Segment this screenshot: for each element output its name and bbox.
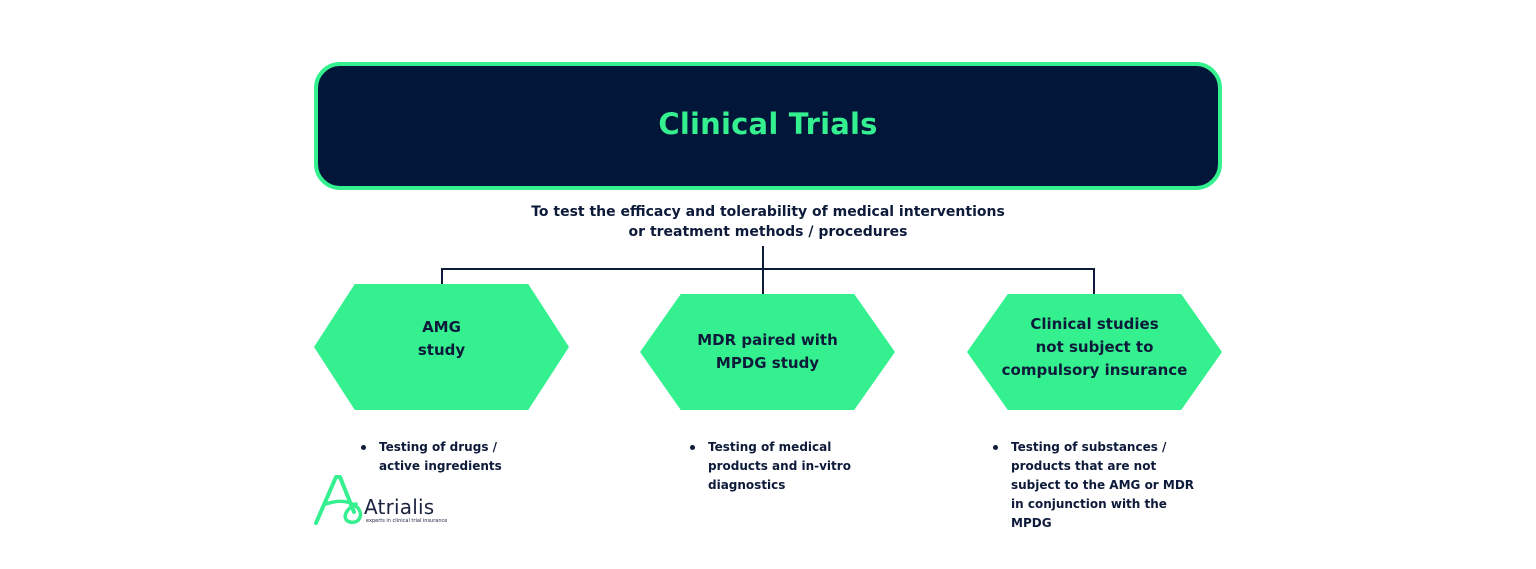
category-label-line: study [417,341,466,359]
category-hexagon-mdr: MDR paired with MPDG study [640,294,895,410]
category-label-line: MDR paired with [697,331,838,349]
logo-name: Atrialis [364,495,435,519]
category-label-line: AMG [422,318,461,336]
category-label: AMG study [418,316,465,362]
category-label-line: MPDG study [715,354,820,372]
logo-tagline: experts in clinical trial insurance [366,518,448,524]
category-label: MDR paired with MPDG study [697,329,838,375]
logo-mark-icon [314,475,363,525]
bullet-item: Testing of medical products and in-vitro… [690,438,851,495]
bullet-item: Testing of substances / products that ar… [993,438,1194,533]
title-box: Clinical Trials [314,62,1222,190]
bullet-list-mdr: Testing of medical products and in-vitro… [690,438,851,495]
category-label-line: Clinical studies [1030,314,1159,333]
bullet-item: Testing of drugs / active ingredients [361,438,502,476]
subtitle-line-2: or treatment methods / procedures [628,224,908,240]
category-label-line: compulsory insurance [1001,360,1188,379]
atrialis-logo: Atrialis experts in clinical trial insur… [314,474,448,526]
category-label: Clinical studies not subject to compulso… [1002,313,1188,382]
subtitle: To test the efficacy and tolerability of… [468,202,1068,242]
bullet-list-other: Testing of substances / products that ar… [993,438,1194,533]
subtitle-line-1: To test the efficacy and tolerability of… [531,204,1005,220]
category-hexagon-other: Clinical studies not subject to compulso… [967,294,1222,410]
category-hexagon-amg: AMG study [314,284,569,410]
diagram-title: Clinical Trials [658,107,878,141]
bullet-list-amg: Testing of drugs / active ingredients [361,438,502,476]
category-label-line: not subject to [1035,337,1154,356]
